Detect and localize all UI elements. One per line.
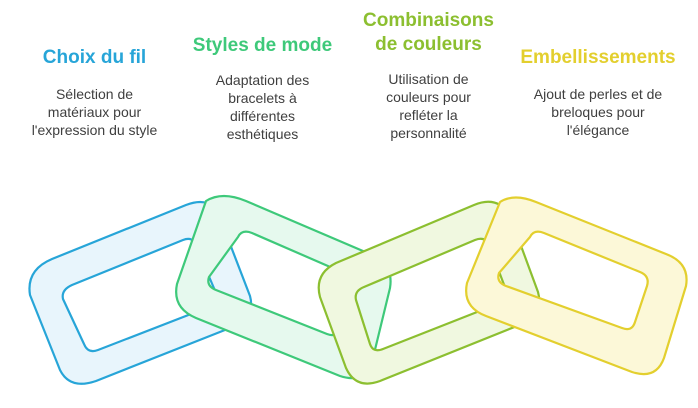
step-description: Ajout de perles et de breloques pour l'é… [533, 86, 663, 138]
step-choix-du-fil: Choix du fil Sélection de matériaux pour… [12, 46, 177, 139]
step-styles-de-mode: Styles de mode Adaptation des bracelets … [180, 34, 345, 143]
step-description: Adaptation des bracelets à différentes e… [215, 72, 310, 142]
step-title: Combinaisons de couleurs [363, 10, 494, 55]
step-title: Embellissements [520, 47, 676, 68]
step-title: Styles de mode [192, 35, 333, 56]
step-embellissements: Embellissements Ajout de perles et de br… [508, 46, 688, 139]
step-description: Sélection de matériaux pour l'expression… [31, 86, 158, 138]
chain-link-4 [465, 196, 688, 376]
step-title: Choix du fil [42, 47, 147, 68]
step-combinaisons-de-couleurs: Combinaisons de couleurs Utilisation de … [346, 9, 511, 142]
step-description: Utilisation de couleurs pour refléter la… [386, 71, 471, 141]
